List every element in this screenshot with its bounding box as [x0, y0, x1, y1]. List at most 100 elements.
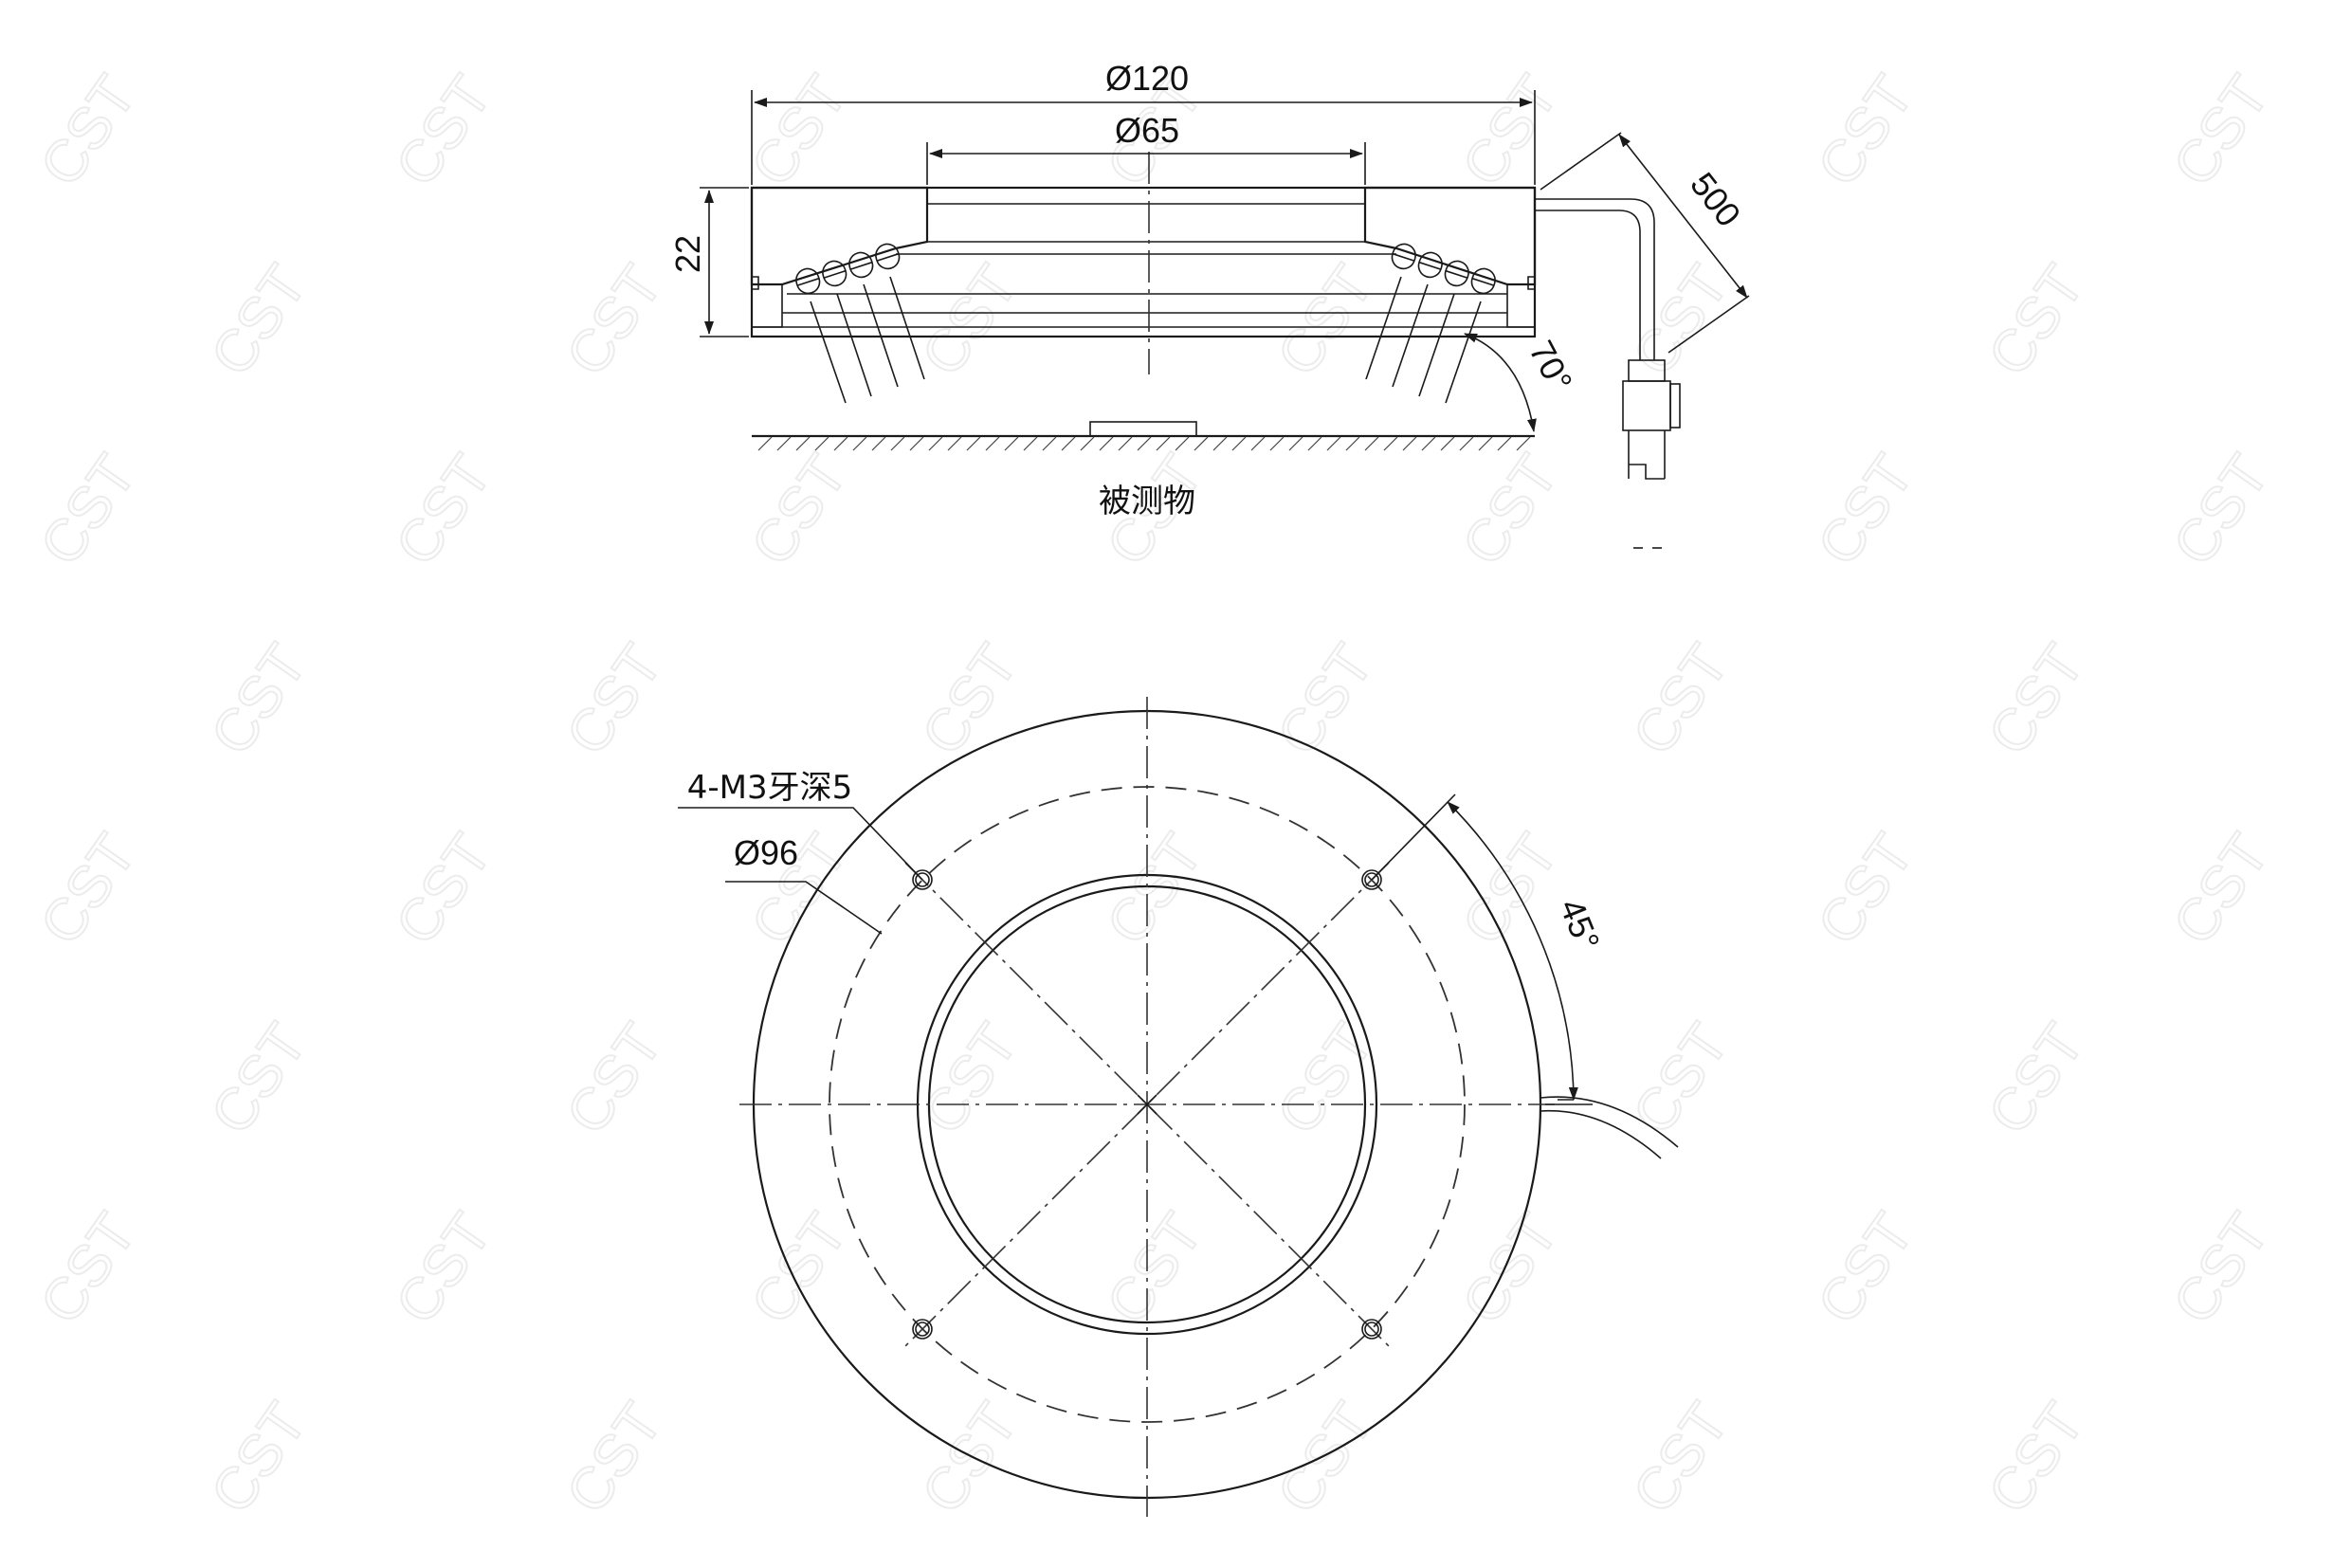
extension-line	[1668, 295, 1750, 354]
watermark-text: CST	[554, 254, 675, 388]
dim-cable-length: 500	[1683, 165, 1748, 234]
watermark-text: CST	[1620, 1392, 1741, 1525]
target-label: 被测物	[1099, 483, 1195, 520]
watermark-text: CST	[1449, 1202, 1571, 1336]
watermark-text: CST	[27, 823, 149, 957]
ground-hatch-tick	[947, 436, 962, 451]
ground-hatch-tick	[1004, 436, 1019, 451]
dim-cable-length-line	[1618, 134, 1748, 299]
watermark-text: CST	[554, 1012, 675, 1146]
cable-top	[1540, 1109, 1662, 1159]
watermark-text: CST	[1976, 1392, 2097, 1525]
diagonal-centerline	[904, 862, 1390, 1347]
watermark-text: CST	[1976, 254, 2097, 388]
dim-angle-arc	[1464, 333, 1537, 432]
ground-hatch-tick	[1364, 436, 1379, 451]
watermark-text: CST	[1805, 444, 1926, 577]
watermark-layer: CST CST CST CST CST CST CST CST CST CST CST CST CST C…	[27, 64, 2283, 1526]
left-housing-section	[750, 186, 929, 286]
thread-label: 4-M3牙深5	[687, 769, 853, 807]
bolt-circle-leader	[725, 881, 883, 935]
watermark-text: CST	[1620, 1012, 1741, 1146]
ground-hatch-tick	[1440, 436, 1455, 451]
watermark-text: CST	[27, 444, 149, 577]
ground-hatch-tick	[1080, 436, 1095, 451]
ground-hatch-tick	[871, 436, 886, 451]
ground-hatch-tick	[1194, 436, 1209, 451]
ground-hatch-tick	[1231, 436, 1247, 451]
thread-leader	[678, 807, 923, 881]
watermark-text: CST	[554, 1392, 675, 1525]
watermark-text: CST	[1805, 1202, 1926, 1336]
ground-hatch-tick	[1023, 436, 1038, 451]
watermark-text: CST	[1265, 633, 1386, 767]
left-led-array	[795, 243, 901, 295]
watermark-text: CST	[1620, 633, 1741, 767]
dim-angle: 70°	[1522, 334, 1580, 397]
mounting-holes	[912, 869, 1382, 1340]
ground-hatch-tick	[1516, 436, 1531, 451]
ground-hatch-tick	[1345, 436, 1360, 451]
watermark-text: CST	[1449, 823, 1571, 957]
ground-hatch-tick	[1212, 436, 1228, 451]
right-housing-section	[1363, 186, 1537, 286]
ground-hatch-tick	[1042, 436, 1057, 451]
ground-hatch-tick	[1118, 436, 1133, 451]
right-led-array	[1391, 243, 1496, 295]
top-view: 4-M3牙深5 Ø96 45°	[678, 697, 1679, 1517]
ground-hatch-tick	[1459, 436, 1474, 451]
watermark-text: CST	[1265, 1392, 1386, 1525]
extension-line	[1540, 132, 1622, 191]
ground-hatch-tick	[1383, 436, 1398, 451]
watermark-text: CST	[2160, 823, 2282, 957]
ground-hatch-tick	[1421, 436, 1436, 451]
watermark-text: CST	[2160, 64, 2282, 198]
hole	[1361, 1319, 1382, 1340]
angle-label: 45°	[1552, 893, 1607, 956]
watermark-text: CST	[1094, 1202, 1215, 1336]
ground-hatch-tick	[928, 436, 943, 451]
light-rays	[810, 276, 1482, 404]
watermark-text: CST	[738, 444, 860, 577]
watermark-text: CST	[383, 823, 504, 957]
watermark-text: CST	[909, 1012, 1030, 1146]
ground-hatch-tick	[1061, 436, 1076, 451]
ground-hatch-tick	[1288, 436, 1303, 451]
watermark-text: CST	[1620, 254, 1741, 388]
left-lower-section	[751, 283, 783, 328]
watermark-text: CST	[383, 444, 504, 577]
watermark-text: CST	[1805, 823, 1926, 957]
ground-hatch-tick	[757, 436, 773, 451]
ground-hatch-tick	[1156, 436, 1171, 451]
bolt-circle-label: Ø96	[734, 833, 798, 872]
watermark-text: CST	[27, 1202, 149, 1336]
ground-hatch-tick	[1137, 436, 1152, 451]
watermark-text: CST	[1265, 254, 1386, 388]
ground-hatch-tick	[1326, 436, 1341, 451]
ground-hatch-tick	[1497, 436, 1512, 451]
watermark-text: CST	[1449, 444, 1571, 577]
watermark-text: CST	[554, 633, 675, 767]
watermark-text: CST	[27, 64, 149, 198]
ground-hatch-tick	[1307, 436, 1322, 451]
ground-hatch-tick	[814, 436, 829, 451]
ground-hatch-tick	[1099, 436, 1114, 451]
dim-45-arc	[1447, 801, 1578, 1101]
ground-hatch-tick	[1478, 436, 1493, 451]
notch	[752, 276, 759, 290]
notch	[1527, 276, 1535, 290]
ground-hatch-tick	[1402, 436, 1417, 451]
diagonal-centerline	[904, 862, 1390, 1347]
watermark-text: CST	[198, 254, 319, 388]
dim-outer-diameter: Ø120	[1105, 59, 1189, 98]
ground-hatch-tick	[833, 436, 848, 451]
right-lower-section	[1506, 283, 1536, 328]
hole	[1361, 869, 1382, 890]
watermark-text: CST	[2160, 1202, 2282, 1336]
ground-hatch-tick	[985, 436, 1000, 451]
hole	[912, 869, 933, 890]
ground-hatch-tick	[776, 436, 792, 451]
extension-line	[1371, 793, 1456, 881]
watermark-text: CST	[383, 1202, 504, 1336]
